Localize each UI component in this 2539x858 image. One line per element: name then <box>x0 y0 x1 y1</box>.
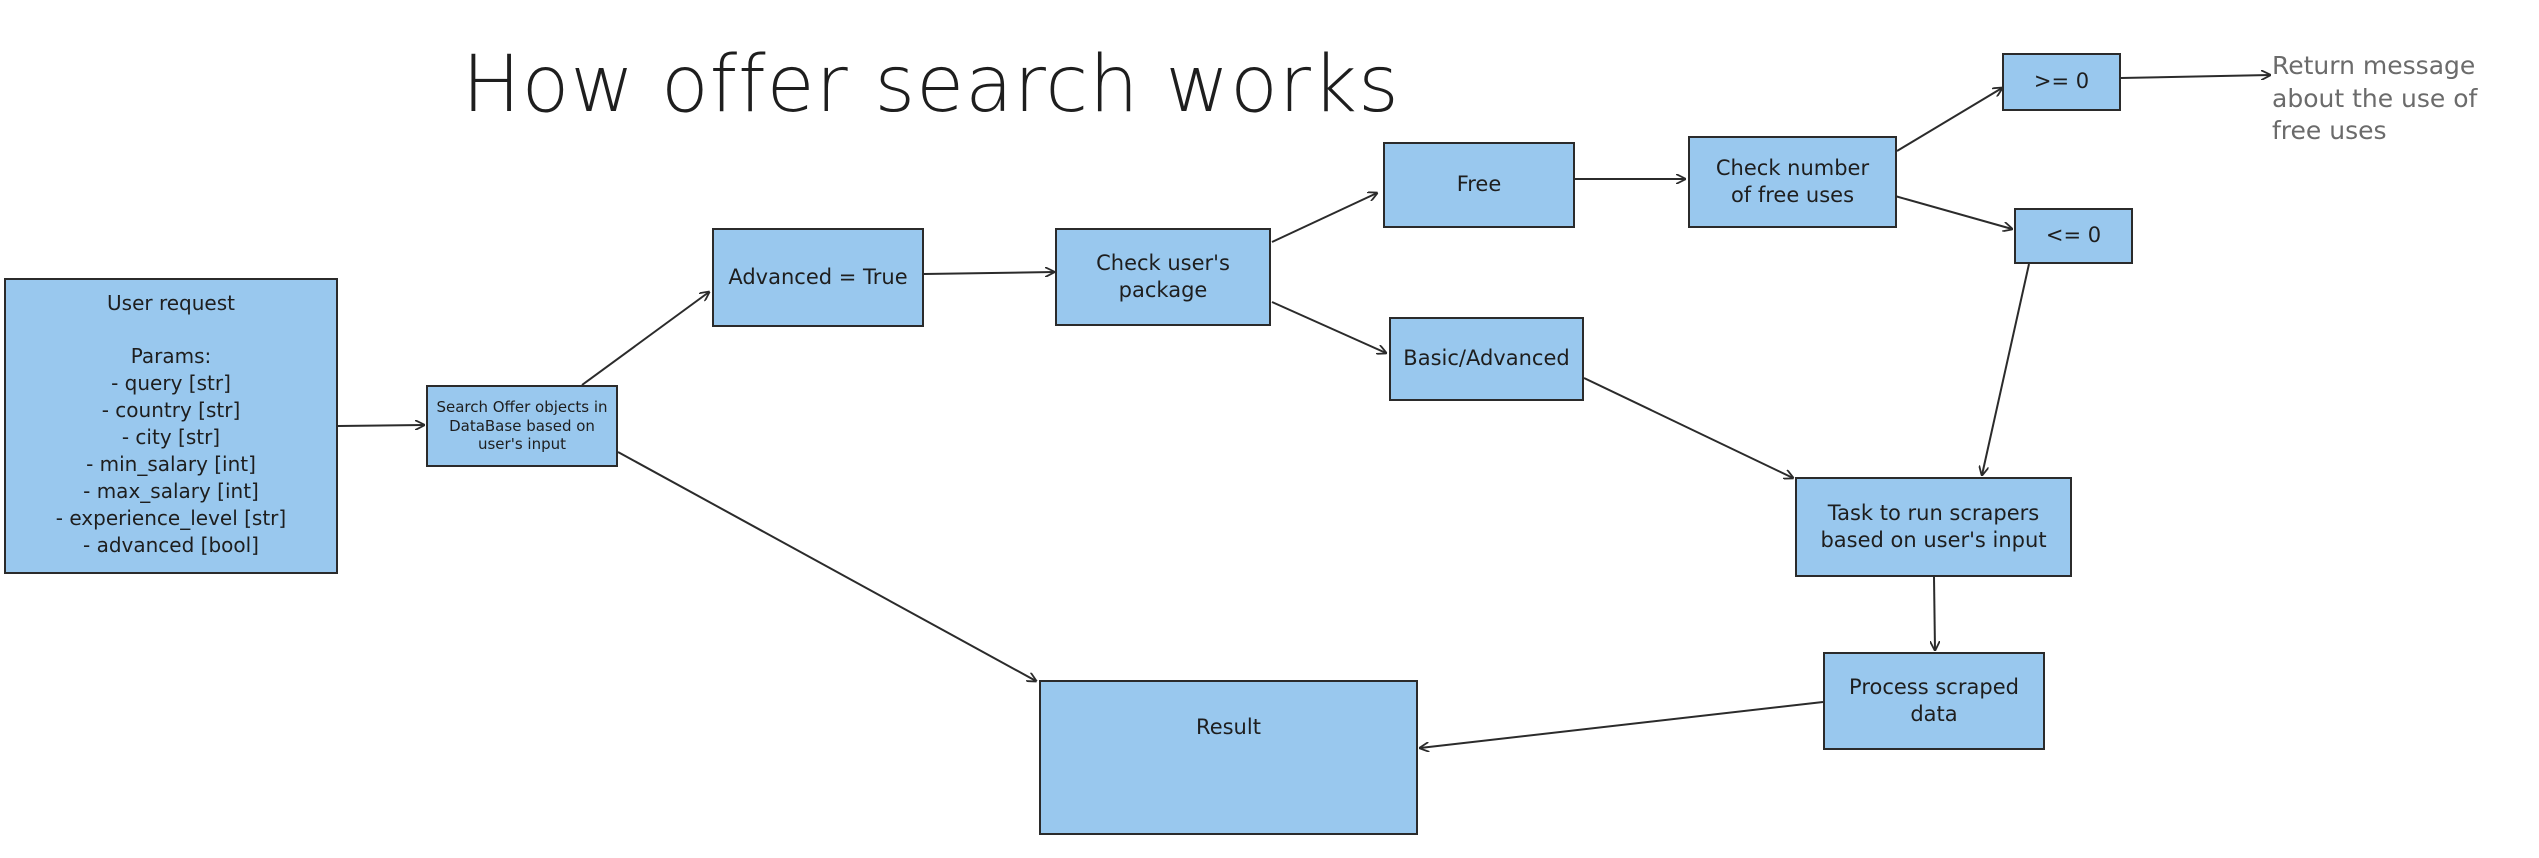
lte-zero-node: <= 0 <box>2014 208 2133 264</box>
arrow-check-package-to-basic-advanced <box>1271 301 1386 353</box>
arrow-lte-zero-to-run-scrapers <box>1982 263 2030 475</box>
return-message-note: Return message about the use of free use… <box>2272 51 2478 145</box>
arrow-search-offers-to-result <box>617 451 1036 681</box>
free-node: Free <box>1383 142 1575 228</box>
param-query: - query [str] <box>111 371 231 395</box>
check-free-uses-node: Check number of free uses <box>1688 136 1897 228</box>
process-data-node: Process scraped data <box>1823 652 2045 750</box>
arrow-user-request-to-search-offers <box>337 425 424 426</box>
gte-zero-node: >= 0 <box>2002 53 2121 111</box>
user-request-heading: User request <box>107 291 235 315</box>
run-scrapers-node: Task to run scrapers based on user's inp… <box>1795 477 2072 577</box>
arrow-check-free-uses-to-gte-zero <box>1896 88 2002 152</box>
param-max-salary: - max_salary [int] <box>83 479 259 503</box>
result-node: Result <box>1039 680 1418 835</box>
arrow-search-offers-to-advanced-true <box>581 292 709 386</box>
advanced-true-node: Advanced = True <box>712 228 924 327</box>
arrow-run-scrapers-to-process-data <box>1934 576 1935 650</box>
param-country: - country [str] <box>101 398 241 422</box>
param-advanced: - advanced [bool] <box>83 533 259 557</box>
params-label: Params: <box>130 344 212 368</box>
arrow-gte-zero-to-return-message <box>2120 75 2270 78</box>
param-city: - city [str] <box>121 425 221 449</box>
param-experience-level: - experience_level [str] <box>55 506 287 530</box>
user-request-node: User request Params: - query [str] - cou… <box>4 278 338 574</box>
arrow-check-package-to-free <box>1271 193 1377 243</box>
diagram-title: How offer search works <box>462 40 1400 130</box>
param-min-salary: - min_salary [int] <box>86 452 256 476</box>
arrow-basic-advanced-to-run-scrapers <box>1583 377 1793 478</box>
arrow-advanced-true-to-check-package <box>923 272 1054 274</box>
arrow-process-data-to-result <box>1420 701 1824 748</box>
basic-advanced-node: Basic/Advanced <box>1389 317 1584 401</box>
search-offers-node: Search Offer objects in DataBase based o… <box>426 385 618 467</box>
check-package-node: Check user's package <box>1055 228 1271 326</box>
arrow-check-free-uses-to-lte-zero <box>1894 195 2012 229</box>
